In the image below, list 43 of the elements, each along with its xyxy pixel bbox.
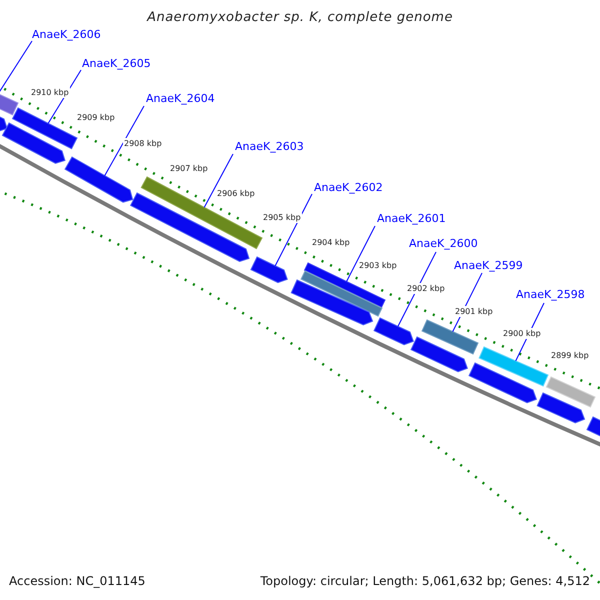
gene-label: AnaeK_2602 (314, 181, 383, 195)
gene-bar (12, 107, 78, 150)
gene-label: AnaeK_2603 (235, 140, 304, 154)
footer-note: Accession: NC_011145 (9, 573, 146, 589)
gene-label: AnaeK_2598 (516, 288, 585, 302)
position-label: 2903 kbp (358, 260, 398, 271)
gene-label: AnaeK_2601 (377, 212, 446, 226)
gene-feature (536, 392, 586, 424)
gene-label: AnaeK_2600 (409, 237, 478, 251)
gene-label: AnaeK_2599 (454, 259, 523, 273)
position-label: 2910 kbp (30, 87, 70, 98)
leader-line (274, 194, 312, 266)
leader-line (204, 154, 234, 208)
position-label: 2899 kbp (550, 350, 590, 361)
position-label: 2906 kbp (216, 188, 256, 199)
leader-line (346, 226, 376, 282)
title: Anaeromyxobacter sp. K, complete genome (146, 9, 454, 27)
position-label: 2907 kbp (169, 163, 209, 174)
gene-feature (250, 256, 288, 284)
position-label: 2905 kbp (262, 212, 302, 223)
footer-note: Topology: circular; Length: 5,061,632 bp; Genes: 4,512 (260, 573, 590, 589)
leader-line (104, 106, 144, 176)
position-label: 2900 kbp (502, 328, 542, 339)
position-label: 2901 kbp (454, 306, 494, 317)
gene-feature (410, 336, 468, 372)
gene-bar (478, 346, 549, 387)
gene-label: AnaeK_2604 (146, 92, 215, 106)
gene-feature (468, 362, 538, 404)
gene-label: AnaeK_2606 (32, 28, 101, 42)
gene-feature (373, 317, 414, 346)
gene-feature (290, 279, 374, 326)
position-label: 2902 kbp (406, 283, 446, 294)
position-label: 2904 kbp (311, 237, 351, 248)
gene-bar (421, 319, 479, 355)
gene-bar (300, 270, 383, 317)
leader-line (0, 40, 32, 94)
gene-feature (64, 156, 134, 203)
gene-bar (546, 376, 596, 408)
gene-label: AnaeK_2605 (82, 57, 151, 71)
gene-feature (2, 122, 66, 164)
position-label: 2908 kbp (123, 138, 163, 149)
position-label: 2909 kbp (76, 112, 116, 123)
gene-bar (140, 176, 263, 250)
